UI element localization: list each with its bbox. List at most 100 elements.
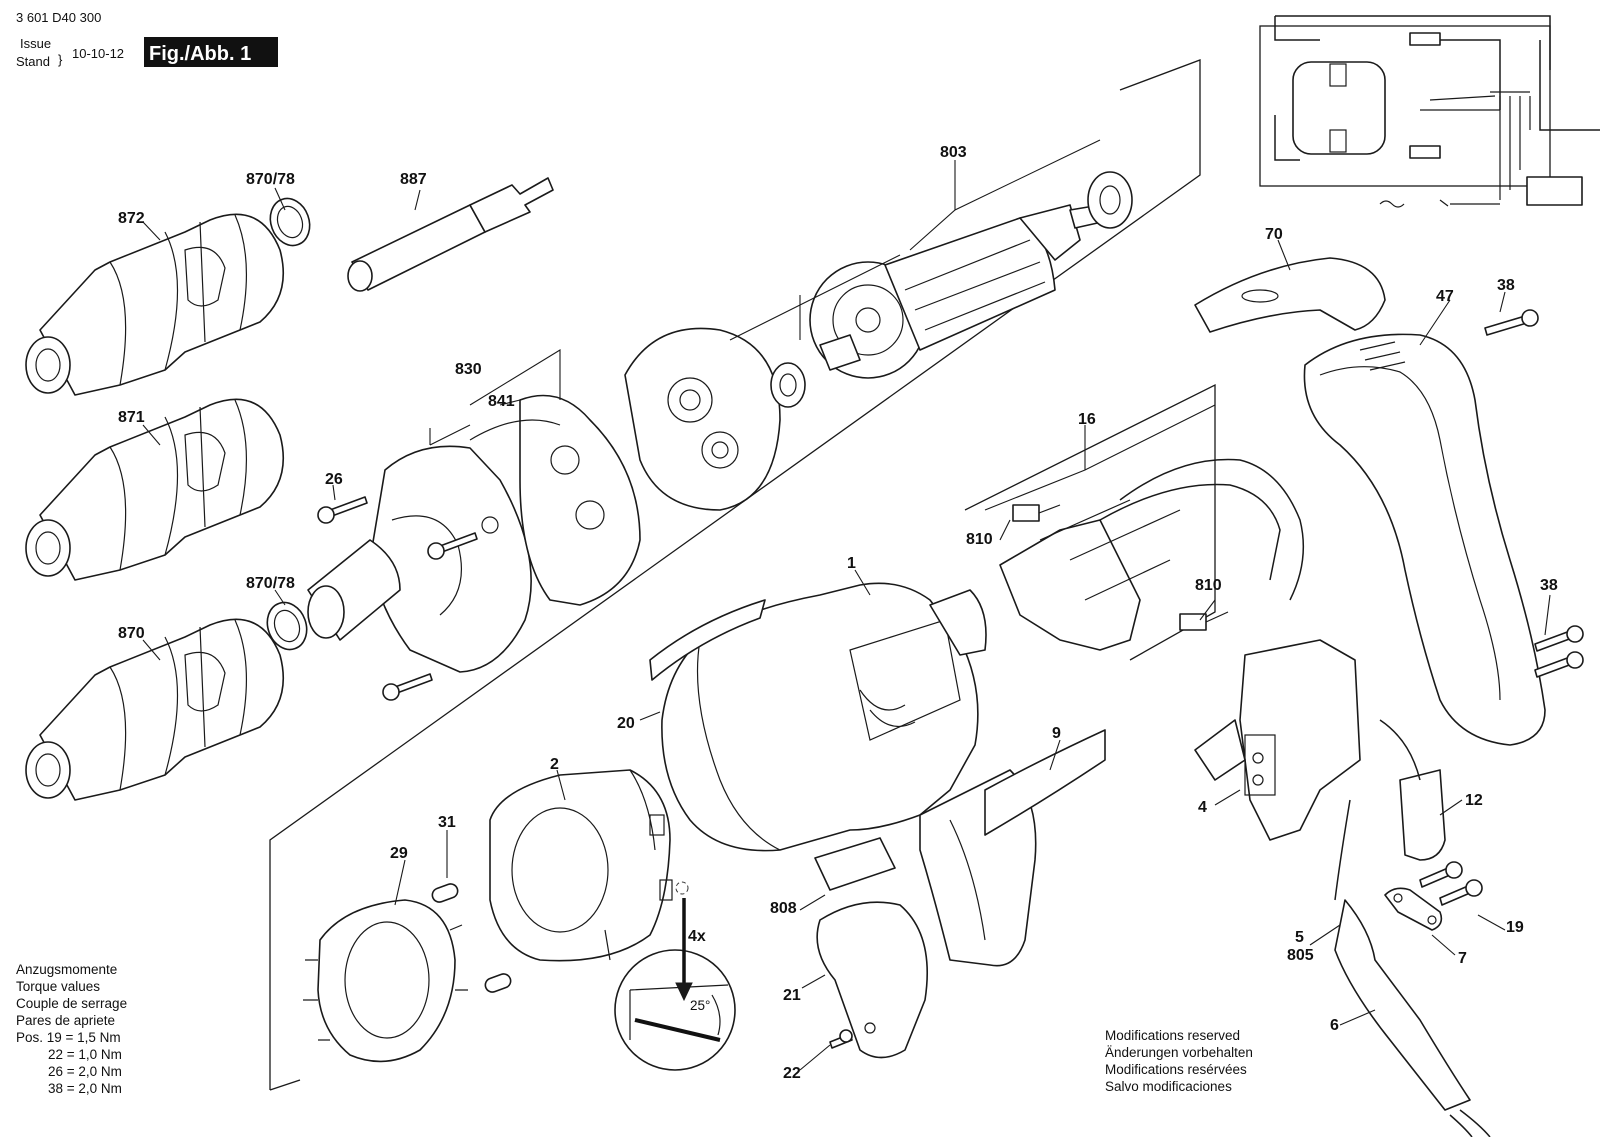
torque-heading-es: Pares de apriete (16, 1013, 115, 1028)
dowel-31-b (484, 973, 512, 993)
assembly-frames (269, 59, 1216, 1091)
brush-resistor-bottom (1409, 145, 1441, 159)
gear-housing-830 (307, 445, 532, 673)
screw-26-a (317, 496, 368, 524)
issue-label: Issue (20, 36, 51, 51)
suppressor-12 (1379, 719, 1446, 861)
callout-16: 16 (1078, 411, 1096, 428)
callout-5: 5 (1295, 929, 1304, 946)
motor-symbol (1292, 61, 1386, 155)
screw-38-mid (1534, 625, 1584, 652)
callout-870-78-upper: 870/78 (246, 171, 295, 188)
torque-pos-22: 22 = 1,0 Nm (48, 1047, 122, 1062)
screw-26-b (427, 532, 478, 560)
motor-housing-1 (661, 582, 1037, 967)
modifications-fr: Modifications resérvées (1105, 1062, 1247, 1077)
cable-6 (1334, 799, 1491, 1137)
callout-21: 21 (783, 987, 801, 1004)
callout-9: 9 (1052, 725, 1061, 742)
callout-810-right: 810 (1195, 577, 1222, 594)
callout-4: 4 (1198, 799, 1207, 816)
callout-20: 20 (617, 715, 635, 732)
callout-38-top: 38 (1497, 277, 1515, 294)
insertion-detail: 4x 25° (614, 898, 736, 1071)
torque-pos-26: 26 = 2,0 Nm (48, 1064, 122, 1079)
modifications-en: Modifications reserved (1105, 1028, 1240, 1043)
callout-871: 871 (118, 409, 145, 426)
bearing-plate-841 (469, 394, 641, 606)
callout-12: 12 (1465, 792, 1483, 809)
leader-lines (142, 139, 1551, 1071)
callout-70: 70 (1265, 226, 1283, 243)
callout-22: 22 (783, 1065, 801, 1082)
modifications-note: Modifications reserved Änderungen vorbeh… (1105, 1028, 1253, 1094)
callout-19: 19 (1506, 919, 1524, 936)
belt-clip-21 (816, 901, 928, 1059)
screw-26-c (382, 673, 433, 701)
brush-holder-16 (999, 458, 1305, 651)
callout-47: 47 (1436, 288, 1454, 305)
header-brace: } (58, 52, 63, 67)
issue-date: 10-10-12 (72, 46, 124, 61)
cable-clamp-7 (1384, 887, 1443, 931)
switch-4 (1194, 639, 1361, 841)
callout-870: 870 (118, 625, 145, 642)
label-808 (814, 837, 896, 891)
end-shield (624, 327, 781, 511)
callout-7: 7 (1458, 950, 1467, 967)
callout-887: 887 (400, 171, 427, 188)
callout-labels: 872 870/78 887 803 70 38 47 871 830 841 … (118, 144, 1558, 1082)
nose-piece-871 (25, 398, 285, 581)
air-guide-29 (303, 899, 468, 1063)
callout-31: 31 (438, 814, 456, 831)
figure-label-box (144, 37, 278, 67)
callout-6: 6 (1330, 1017, 1339, 1034)
carbon-brush-top (1012, 504, 1040, 522)
torque-heading-fr: Couple de serrage (16, 996, 127, 1011)
switch-symbol (1526, 176, 1583, 206)
bearing-small (770, 362, 806, 408)
callout-872: 872 (118, 210, 145, 227)
torque-heading-en: Torque values (16, 979, 100, 994)
label-9 (984, 729, 1106, 836)
insert-angle: 25° (690, 998, 710, 1013)
callout-1: 1 (847, 555, 856, 572)
stator-2 (489, 769, 673, 962)
screw-19-b (1439, 879, 1483, 906)
insert-count: 4x (688, 928, 706, 945)
label-20 (649, 599, 766, 681)
figure-label: Fig./Abb. 1 (149, 43, 251, 65)
ring-870-78-upper (269, 197, 311, 247)
callout-810-left: 810 (966, 531, 993, 548)
callout-2: 2 (550, 756, 559, 773)
callout-870-78-lower: 870/78 (246, 575, 295, 592)
callout-808: 808 (770, 900, 797, 917)
torque-values: Anzugsmomente Torque values Couple de se… (16, 962, 127, 1096)
modifications-de: Änderungen vorbehalten (1105, 1045, 1253, 1060)
part-number: 3 601 D40 300 (16, 10, 101, 25)
stand-label: Stand (16, 54, 50, 69)
cover-70 (1194, 257, 1386, 333)
nose-piece-870 (25, 618, 285, 801)
torque-heading-de: Anzugsmomente (16, 962, 117, 977)
dowel-31-a (431, 883, 459, 903)
callout-830: 830 (455, 361, 482, 378)
header-block: 3 601 D40 300 Issue Stand } 10-10-12 Fig… (16, 10, 278, 69)
callout-38-mid: 38 (1540, 577, 1558, 594)
nose-piece-872 (25, 213, 285, 396)
bearing-large (1087, 171, 1133, 229)
callout-29: 29 (390, 845, 408, 862)
screw-22 (829, 1029, 853, 1049)
callout-26: 26 (325, 471, 343, 488)
screw-19-a (1419, 861, 1463, 888)
callout-803: 803 (940, 144, 967, 161)
callout-841: 841 (488, 393, 515, 410)
modifications-es: Salvo modificaciones (1105, 1079, 1232, 1094)
ring-870-78-lower (266, 601, 308, 651)
brush-resistor-top (1409, 32, 1441, 46)
torque-pos-38: 38 = 2,0 Nm (48, 1081, 122, 1096)
callout-805: 805 (1287, 947, 1314, 964)
handle-shell-47 (1303, 333, 1546, 746)
bit-holder-887 (347, 177, 554, 292)
wiring-schematic (1259, 15, 1600, 208)
